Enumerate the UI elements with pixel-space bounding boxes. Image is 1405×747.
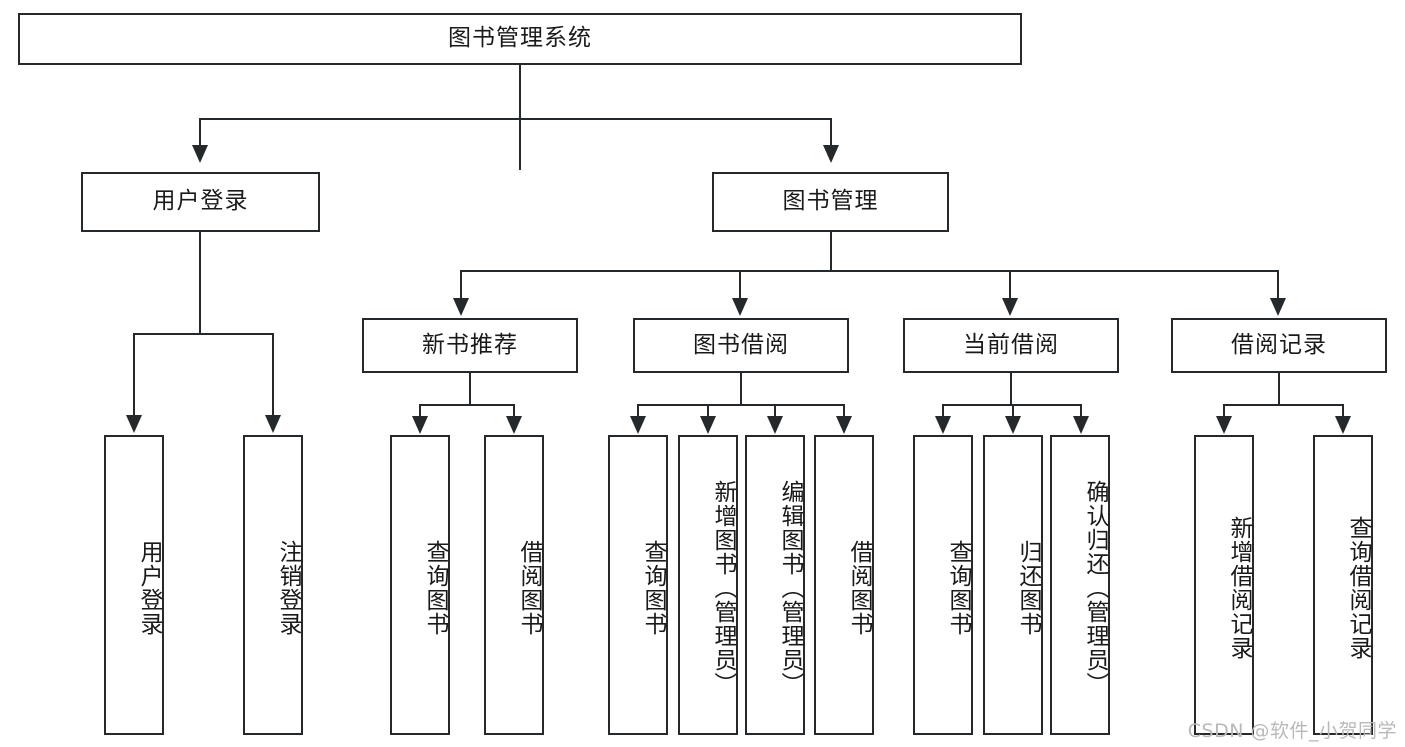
leaf-label: 编辑图书（管理员） bbox=[777, 480, 803, 696]
arrowhead-bb-child-1 bbox=[630, 416, 646, 434]
node-label: 新书推荐 bbox=[422, 331, 518, 358]
node-label: 图书借阅 bbox=[693, 331, 789, 358]
leaf-nbr-borrow-book[interactable]: 借阅图书 bbox=[484, 435, 544, 735]
leaf-label: 归还图书 bbox=[1015, 540, 1041, 636]
connector-nbr-child-1 bbox=[419, 404, 421, 418]
connector-root-to-user-login bbox=[199, 118, 201, 147]
node-label: 当前借阅 bbox=[963, 331, 1059, 358]
leaf-logout[interactable]: 注销登录 bbox=[243, 435, 303, 735]
leaf-cb-return-book[interactable]: 归还图书 bbox=[983, 435, 1043, 735]
leaf-br-add-record[interactable]: 新增借阅记录 bbox=[1194, 435, 1254, 735]
leaf-cb-query-book[interactable]: 查询图书 bbox=[913, 435, 973, 735]
node-root-book-management-system[interactable]: 图书管理系统 bbox=[18, 13, 1022, 65]
arrowhead-bm-child-3 bbox=[1002, 298, 1018, 316]
leaf-label: 确认归还（管理员） bbox=[1082, 480, 1108, 696]
arrowhead-cb-child-1 bbox=[935, 416, 951, 434]
leaf-label: 新增借阅记录 bbox=[1226, 516, 1252, 660]
arrowhead-nbr-child-1 bbox=[412, 416, 428, 434]
leaf-label: 注销登录 bbox=[275, 540, 301, 636]
connector-book-management-bus bbox=[460, 270, 1278, 272]
leaf-label: 查询借阅记录 bbox=[1345, 516, 1371, 660]
connector-user-login-child-1 bbox=[133, 333, 135, 417]
arrowhead-cb-child-3 bbox=[1073, 416, 1089, 434]
connector-bb-stem bbox=[740, 373, 742, 406]
arrowhead-user-login-child-1 bbox=[126, 415, 142, 433]
connector-cb-child-1 bbox=[942, 404, 944, 418]
node-current-borrow[interactable]: 当前借阅 bbox=[903, 318, 1119, 373]
connector-user-login-bus bbox=[133, 333, 274, 335]
leaf-bb-add-book-admin[interactable]: 新增图书（管理员） bbox=[678, 435, 738, 735]
connector-cb-child-3 bbox=[1080, 404, 1082, 418]
leaf-user-login[interactable]: 用户登录 bbox=[104, 435, 164, 735]
arrowhead-root-to-user-login bbox=[192, 145, 208, 163]
leaf-label: 借阅图书 bbox=[846, 540, 872, 636]
node-user-login[interactable]: 用户登录 bbox=[81, 172, 320, 232]
arrowhead-bm-child-4 bbox=[1270, 298, 1286, 316]
connector-book-management-stem bbox=[830, 232, 832, 272]
node-book-borrow[interactable]: 图书借阅 bbox=[633, 318, 849, 373]
connector-bm-child-4 bbox=[1277, 270, 1279, 300]
leaf-bb-edit-book-admin[interactable]: 编辑图书（管理员） bbox=[745, 435, 805, 735]
node-borrow-record[interactable]: 借阅记录 bbox=[1171, 318, 1387, 373]
arrowhead-user-login-child-2 bbox=[265, 415, 281, 433]
connector-cb-bus bbox=[942, 404, 1081, 406]
connector-root-stem bbox=[519, 65, 521, 170]
connector-br-child-2 bbox=[1342, 404, 1344, 418]
leaf-label: 查询图书 bbox=[945, 540, 971, 636]
leaf-br-query-record[interactable]: 查询借阅记录 bbox=[1313, 435, 1373, 735]
connector-bb-child-3 bbox=[774, 404, 776, 418]
connector-nbr-bus bbox=[419, 404, 514, 406]
leaf-bb-query-book[interactable]: 查询图书 bbox=[608, 435, 668, 735]
connector-br-child-1 bbox=[1223, 404, 1225, 418]
leaf-label: 查询图书 bbox=[422, 540, 448, 636]
node-book-management[interactable]: 图书管理 bbox=[712, 172, 949, 232]
connector-bb-child-2 bbox=[707, 404, 709, 418]
leaf-label: 用户登录 bbox=[136, 540, 162, 636]
arrowhead-bb-child-2 bbox=[700, 416, 716, 434]
node-label: 借阅记录 bbox=[1231, 331, 1327, 358]
arrowhead-bm-child-2 bbox=[732, 298, 748, 316]
arrowhead-bb-child-4 bbox=[836, 416, 852, 434]
connector-bb-bus bbox=[637, 404, 844, 406]
leaf-cb-confirm-return-admin[interactable]: 确认归还（管理员） bbox=[1050, 435, 1110, 735]
leaf-label: 新增图书（管理员） bbox=[710, 480, 736, 696]
connector-nbr-stem bbox=[469, 373, 471, 406]
arrowhead-nbr-child-2 bbox=[506, 416, 522, 434]
arrowhead-cb-child-2 bbox=[1005, 416, 1021, 434]
connector-bm-child-1 bbox=[460, 270, 462, 300]
connector-bm-child-3 bbox=[1009, 270, 1011, 300]
connector-user-login-child-2 bbox=[272, 333, 274, 417]
leaf-nbr-query-book[interactable]: 查询图书 bbox=[390, 435, 450, 735]
connector-bb-child-1 bbox=[637, 404, 639, 418]
leaf-bb-borrow-book[interactable]: 借阅图书 bbox=[814, 435, 874, 735]
connector-cb-stem bbox=[1010, 373, 1012, 406]
connector-cb-child-2 bbox=[1012, 404, 1014, 418]
node-label: 图书管理系统 bbox=[448, 25, 592, 52]
connector-root-to-book-management bbox=[830, 118, 832, 147]
connector-br-stem bbox=[1278, 373, 1280, 406]
arrowhead-bm-child-1 bbox=[453, 298, 469, 316]
connector-root-bus bbox=[199, 118, 831, 120]
connector-user-login-stem bbox=[199, 232, 201, 334]
arrowhead-br-child-1 bbox=[1216, 416, 1232, 434]
watermark: CSDN @软件_小贺同学 bbox=[1187, 720, 1397, 742]
node-label: 用户登录 bbox=[152, 188, 249, 215]
connector-bb-child-4 bbox=[843, 404, 845, 418]
leaf-label: 借阅图书 bbox=[516, 540, 542, 636]
node-new-book-recommend[interactable]: 新书推荐 bbox=[362, 318, 578, 373]
connector-br-bus bbox=[1223, 404, 1343, 406]
arrowhead-bb-child-3 bbox=[767, 416, 783, 434]
node-label: 图书管理 bbox=[782, 188, 879, 215]
connector-nbr-child-2 bbox=[513, 404, 515, 418]
leaf-label: 查询图书 bbox=[640, 540, 666, 636]
arrowhead-br-child-2 bbox=[1335, 416, 1351, 434]
arrowhead-root-to-book-management bbox=[823, 145, 839, 163]
connector-bm-child-2 bbox=[739, 270, 741, 300]
